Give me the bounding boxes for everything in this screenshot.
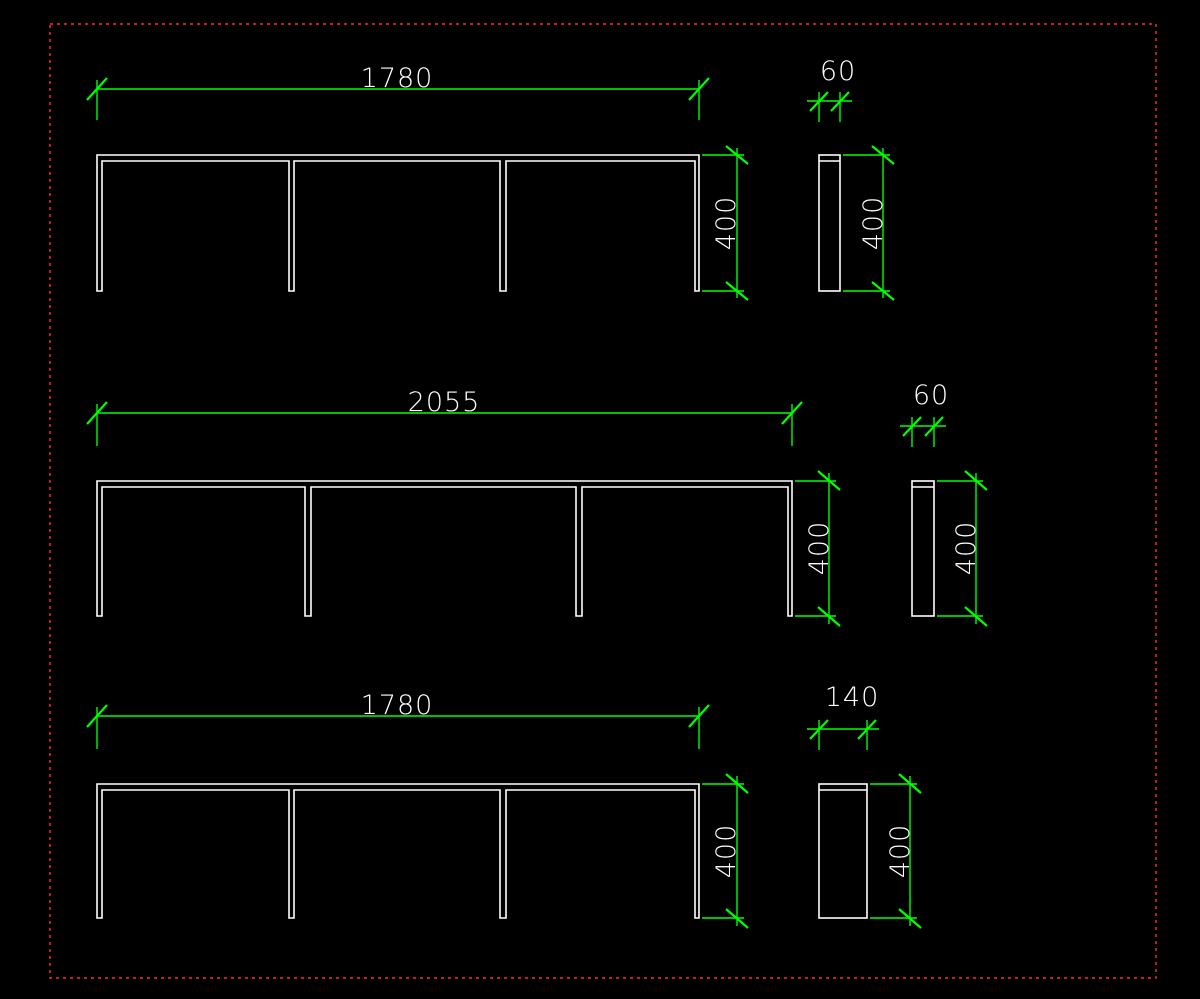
- view-3: 1780 400 140 400: [86, 682, 922, 929]
- side-view-1-bench: [818, 154, 841, 292]
- front-view-1-height-label: 400: [711, 196, 742, 251]
- front-view-3-height-label: 400: [711, 824, 742, 879]
- view-2: 2055 400 60 400: [86, 380, 988, 627]
- side-view-2-height-label: 400: [951, 521, 982, 576]
- side-view-3-bench: [818, 783, 868, 919]
- front-view-2-bench: [96, 480, 793, 617]
- front-view-1-height-dimension: 400: [702, 145, 749, 301]
- side-view-2-height-dimension: 400: [937, 470, 988, 627]
- front-view-2-height-dimension: 400: [795, 470, 841, 627]
- side-view-3-height-label: 400: [885, 824, 916, 879]
- front-view-2-height-label: 400: [804, 521, 835, 576]
- front-view-3-bench: [96, 783, 700, 919]
- front-view-1-width-label: 1780: [361, 63, 434, 94]
- front-view-3-width-label: 1780: [361, 690, 434, 721]
- side-view-2-width-dimension: 60: [900, 380, 949, 447]
- side-view-1-width-label: 60: [820, 56, 856, 87]
- front-view-1-width-dimension: 1780: [86, 63, 710, 120]
- side-view-1-height-dimension: 400: [843, 145, 895, 301]
- print-boundary-frame: [49, 23, 1157, 979]
- side-view-3-width-label: 140: [825, 682, 880, 713]
- side-view-1-width-dimension: 60: [807, 56, 856, 122]
- side-view-2-width-label: 60: [913, 380, 949, 411]
- side-view-1-height-label: 400: [858, 196, 889, 251]
- view-1: 1780 400 60 4: [86, 56, 895, 301]
- front-view-1-bench: [96, 154, 700, 292]
- front-view-3-width-dimension: 1780: [86, 690, 710, 749]
- side-view-3-height-dimension: 400: [870, 773, 922, 929]
- front-view-2-width-dimension: 2055: [86, 387, 803, 446]
- front-view-2-width-label: 2055: [408, 387, 481, 418]
- side-view-2-bench: [911, 480, 935, 617]
- front-view-3-height-dimension: 400: [702, 773, 749, 929]
- side-view-3-width-dimension: 140: [807, 682, 879, 750]
